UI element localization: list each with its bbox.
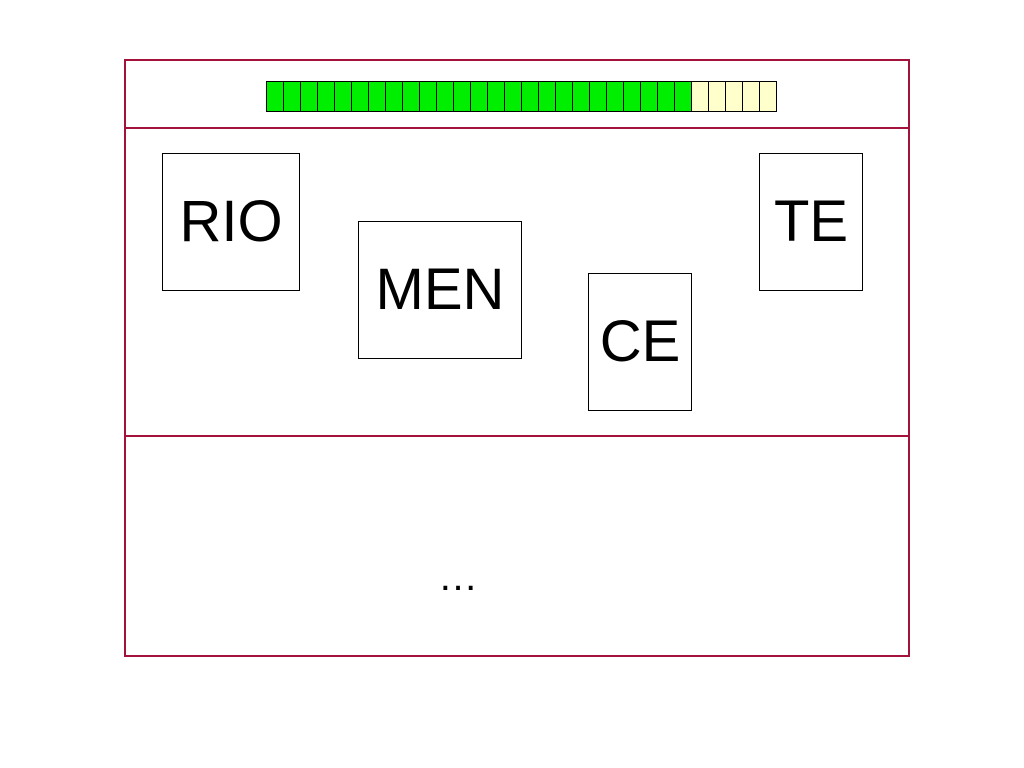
progress-segment-filled (488, 81, 505, 112)
progress-segment-filled (539, 81, 556, 112)
progress-segment-filled (267, 81, 284, 112)
syllable-card-te[interactable]: TE (759, 153, 863, 291)
progress-segment-filled (471, 81, 488, 112)
progress-segment-filled (369, 81, 386, 112)
syllable-card-men-label: MEN (375, 257, 505, 322)
progress-segment-empty (760, 81, 777, 112)
progress-segment-filled (335, 81, 352, 112)
progress-segment-filled (658, 81, 675, 112)
progress-segment-filled (573, 81, 590, 112)
progress-segment-filled (556, 81, 573, 112)
progress-segment-empty (726, 81, 743, 112)
cards-panel: RIO MEN CE TE (126, 129, 908, 437)
progress-segment-filled (641, 81, 658, 112)
progress-segment-filled (522, 81, 539, 112)
syllable-card-ce-label: CE (599, 309, 681, 374)
syllable-card-men[interactable]: MEN (358, 221, 522, 359)
progress-segment-filled (301, 81, 318, 112)
syllable-card-rio-label: RIO (179, 189, 283, 254)
progress-segment-filled (437, 81, 454, 112)
segmented-progress-bar (266, 81, 777, 112)
progress-panel (126, 61, 908, 129)
main-frame: RIO MEN CE TE … (124, 59, 910, 657)
progress-segment-filled (352, 81, 369, 112)
progress-segment-filled (420, 81, 437, 112)
syllable-card-rio[interactable]: RIO (162, 153, 300, 291)
progress-segment-filled (624, 81, 641, 112)
progress-segment-filled (675, 81, 692, 112)
progress-segment-empty (692, 81, 709, 112)
progress-segment-empty (709, 81, 726, 112)
progress-segment-filled (454, 81, 471, 112)
progress-segment-empty (743, 81, 760, 112)
progress-segment-filled (318, 81, 335, 112)
syllable-card-te-label: TE (773, 189, 849, 254)
progress-segment-filled (386, 81, 403, 112)
progress-segment-filled (590, 81, 607, 112)
progress-segment-filled (284, 81, 301, 112)
syllable-card-ce[interactable]: CE (588, 273, 692, 411)
progress-segment-filled (403, 81, 420, 112)
answer-panel: … (126, 437, 908, 655)
ellipsis-placeholder: … (438, 555, 480, 599)
progress-segment-filled (505, 81, 522, 112)
progress-segment-filled (607, 81, 624, 112)
